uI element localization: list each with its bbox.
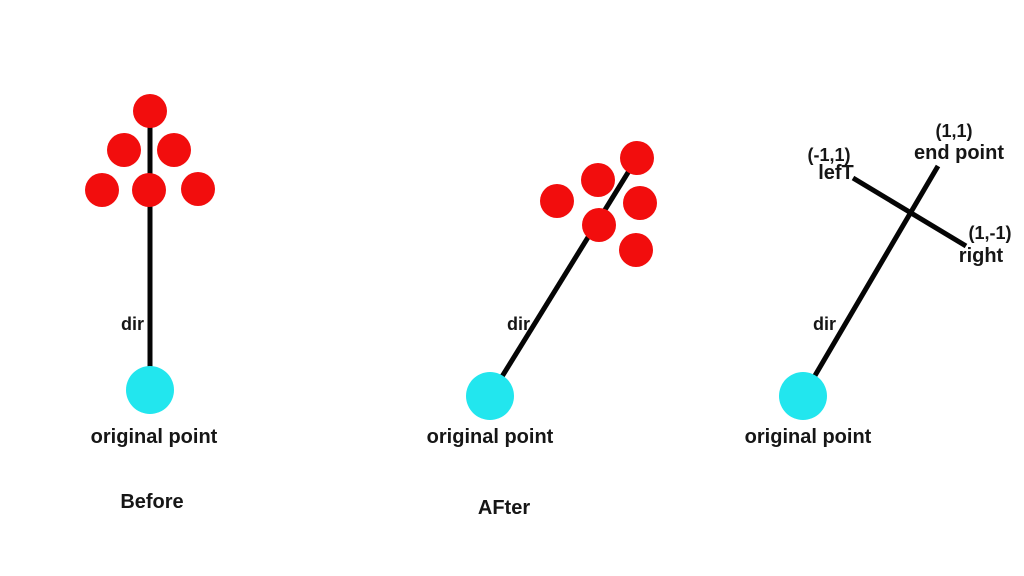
- sample-dot: [85, 173, 119, 207]
- sample-dot: [107, 133, 141, 167]
- sample-dot: [132, 173, 166, 207]
- sample-dot: [540, 184, 574, 218]
- sample-dot: [582, 208, 616, 242]
- sample-dot: [133, 94, 167, 128]
- panel-title-before: Before: [120, 491, 183, 513]
- left-coord-label: (-1,1): [807, 145, 850, 165]
- direction-line: [800, 164, 941, 398]
- sample-dot: [619, 233, 653, 267]
- end-point-label: end point: [914, 142, 1004, 164]
- right-coord-label: (1,-1): [968, 223, 1011, 243]
- direction-line: [487, 156, 640, 398]
- left-right-line: [851, 175, 968, 249]
- right-label: right: [959, 245, 1004, 267]
- sample-dot: [620, 141, 654, 175]
- panel-title-after: AFter: [478, 497, 530, 519]
- original-point-circle: [126, 366, 174, 414]
- panel-rotation-frame: dir original point (1,1)end point (-1,1)lef…: [745, 121, 1012, 448]
- sample-dot: [581, 163, 615, 197]
- original-point-circle: [466, 372, 514, 420]
- dir-label: dir: [121, 314, 144, 334]
- sample-dot: [181, 172, 215, 206]
- end-point-coord-label: (1,1): [935, 121, 972, 141]
- sample-dot: [623, 186, 657, 220]
- dir-label: dir: [507, 314, 530, 334]
- sample-dot: [157, 133, 191, 167]
- left-label: lefT: [818, 162, 854, 184]
- original-point-circle: [779, 372, 827, 420]
- original-point-label: original point: [745, 426, 872, 448]
- dir-label: dir: [813, 314, 836, 334]
- original-point-label: original point: [91, 426, 218, 448]
- original-point-label: original point: [427, 426, 554, 448]
